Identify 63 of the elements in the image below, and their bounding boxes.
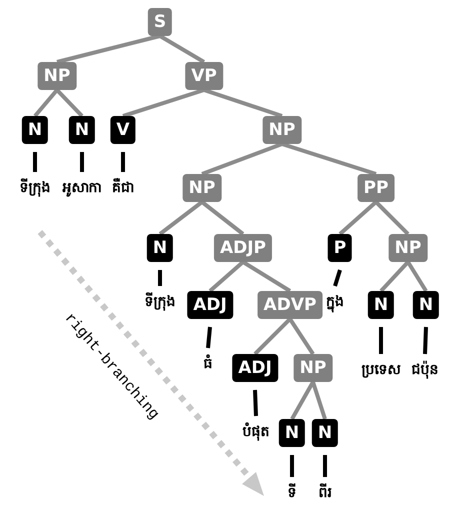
tree-branch (122, 88, 205, 118)
word-label: ជប៉ុន (412, 360, 438, 380)
phrase-box: NP (182, 174, 222, 202)
tree-branch (311, 381, 327, 420)
terminal-line (33, 152, 37, 172)
phrase-box: VP (185, 62, 223, 90)
tree-branch (254, 318, 292, 356)
terminal-line (121, 152, 125, 172)
word-label: ក្នុង (326, 292, 344, 312)
tree-branch (203, 88, 283, 118)
word-label: ទីក្រុង (20, 178, 50, 198)
phrase-box: NP (38, 62, 76, 90)
word-label: គឺជា (112, 178, 134, 198)
word-label: ពីរ (318, 483, 332, 503)
terminal-line (253, 390, 258, 416)
part-of-speech-box: N (22, 116, 48, 144)
terminal-line (290, 455, 294, 477)
part-of-speech-box: N (312, 419, 338, 447)
tree-branch (281, 142, 377, 176)
phrase-box: NP (388, 234, 428, 262)
word-label: ទីក្រុង (144, 292, 176, 312)
terminal-line (333, 269, 342, 287)
tree-branch (208, 260, 244, 292)
terminal-line (423, 326, 428, 354)
terminal-line (323, 455, 327, 477)
part-of-speech-box: N (68, 116, 96, 144)
part-of-speech-box: ADJ (232, 354, 278, 382)
phrase-box: ADJP (214, 234, 272, 262)
part-of-speech-box: N (146, 234, 174, 262)
tree-branch (158, 34, 206, 64)
tree-branch (290, 381, 315, 420)
part-of-speech-box: V (110, 116, 136, 144)
part-of-speech-box: P (328, 234, 352, 262)
tree-branch (288, 318, 315, 356)
part-of-speech-box: ADJ (187, 291, 233, 319)
phrase-box: ADVP (258, 291, 322, 319)
terminal-line (379, 327, 383, 354)
tree-branch (201, 142, 283, 176)
tree-branch (200, 200, 244, 236)
tree-branch (380, 260, 410, 292)
terminal-line (158, 270, 162, 286)
word-label: ទី (288, 483, 296, 503)
terminal-line (80, 152, 84, 172)
tree-branch (338, 200, 378, 236)
tree-branch (56, 88, 84, 118)
tree-branch (158, 200, 204, 236)
phrase-box: S (148, 8, 172, 36)
part-of-speech-box: N (368, 291, 394, 319)
terminal-line (206, 326, 212, 348)
tree-branch (374, 200, 410, 236)
word-label: ប្រទេស (362, 360, 400, 380)
tree-branch (56, 34, 160, 64)
word-label: អូសាកា (62, 178, 102, 198)
tree-branch (406, 260, 428, 292)
tree-branch (33, 88, 59, 118)
part-of-speech-box: N (278, 419, 306, 447)
phrase-box: NP (294, 354, 332, 382)
phrase-box: NP (262, 116, 302, 144)
word-label: បំផុត (242, 422, 270, 442)
part-of-speech-box: N (412, 291, 440, 319)
phrase-box: PP (358, 174, 394, 202)
word-label: ធំ (204, 354, 212, 374)
tree-branch (242, 260, 292, 293)
